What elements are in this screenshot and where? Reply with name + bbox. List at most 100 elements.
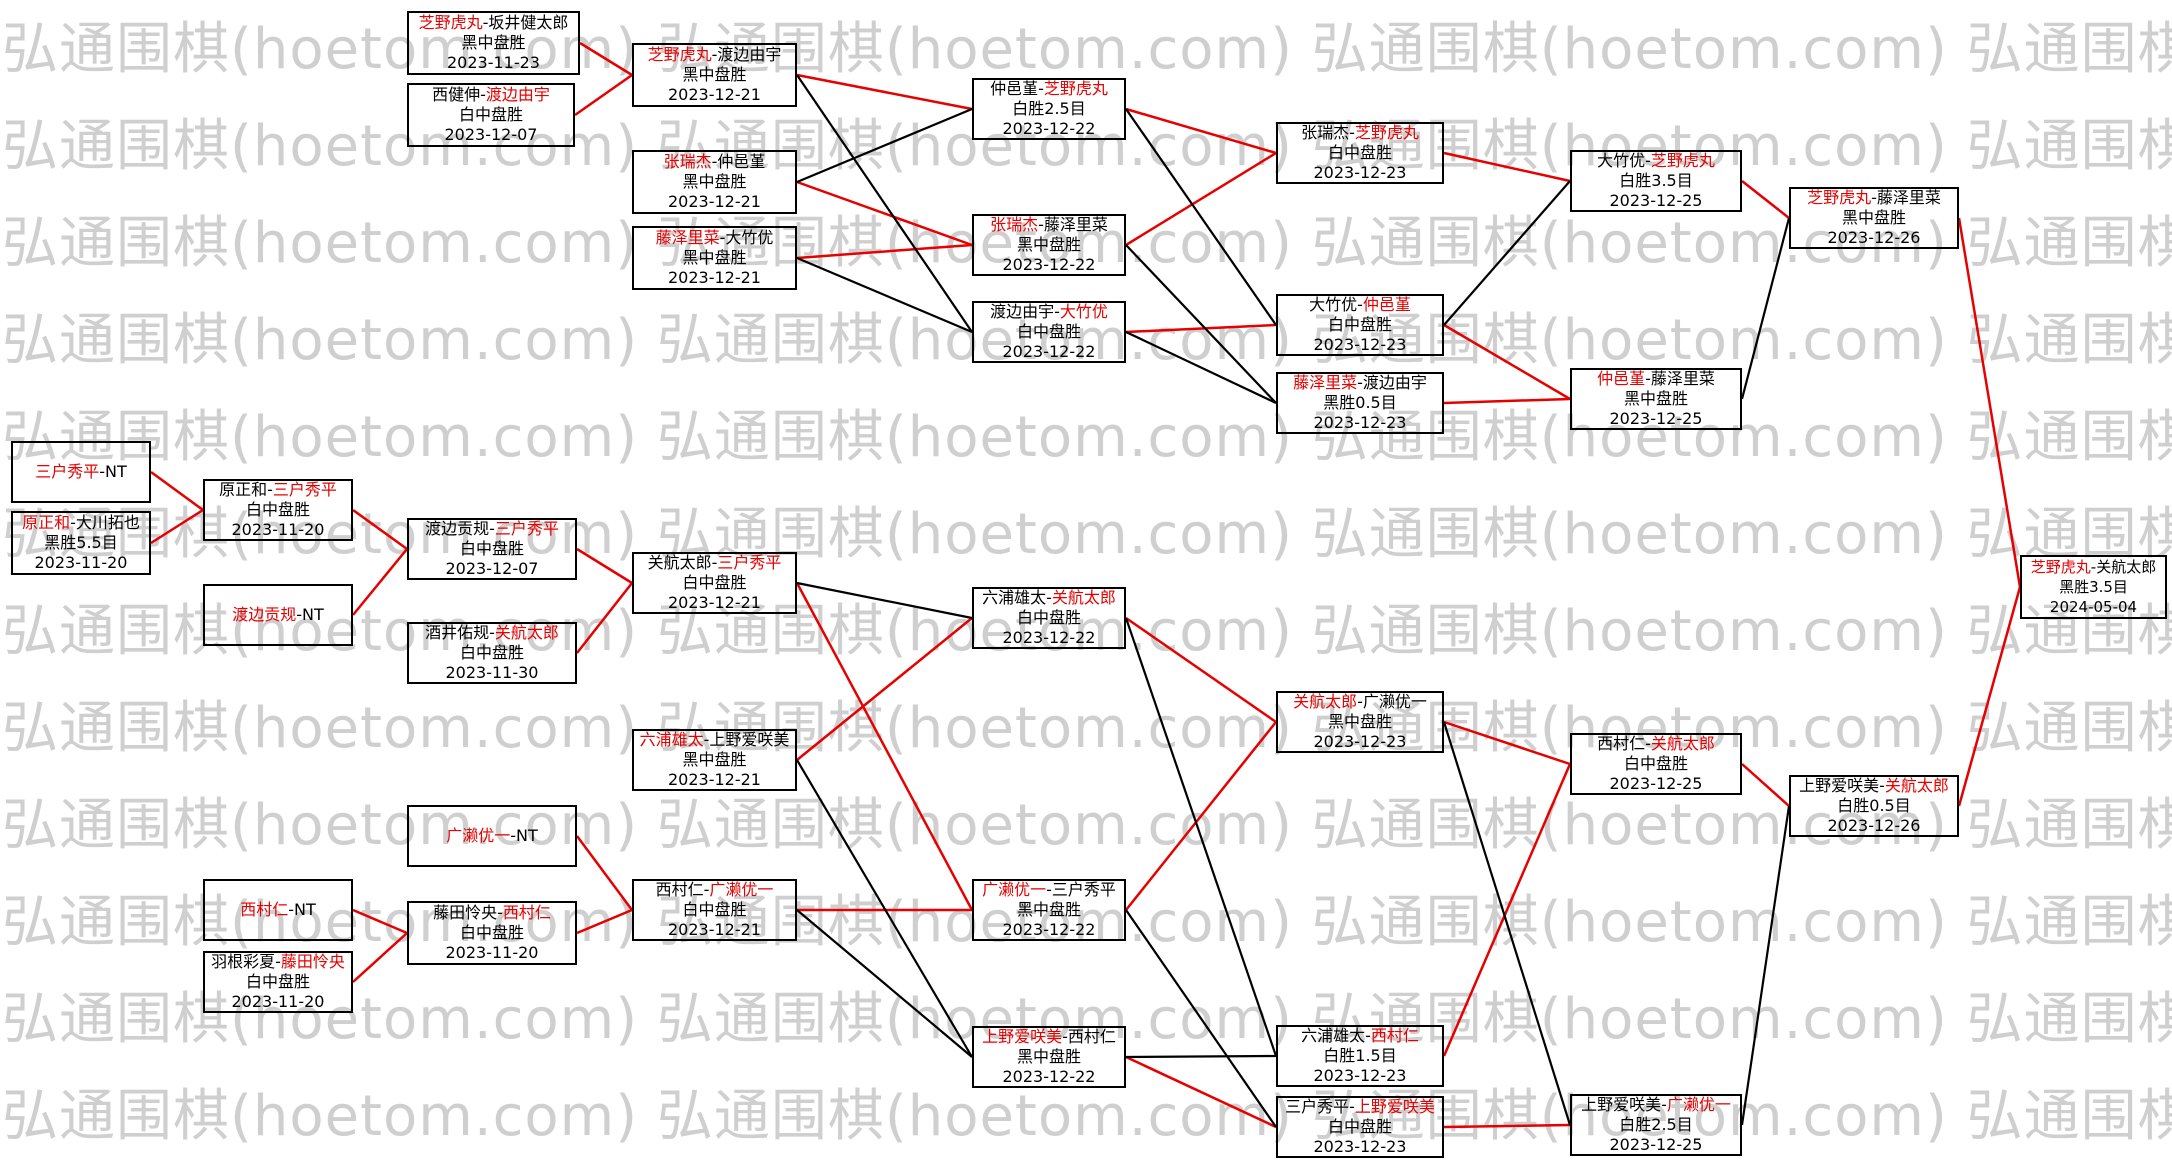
match-date: 2023-12-25 <box>1609 1135 1703 1154</box>
match-result: 白中盘胜 <box>1623 754 1688 773</box>
match-players: 六浦雄太-上野爱咲美 <box>640 730 790 750</box>
match-date: 2023-12-25 <box>1609 774 1703 793</box>
player-name: 酒井佑规 <box>425 623 490 642</box>
match-players: 原正和-三户秀平 <box>219 480 337 500</box>
match-players: 芝野虎丸-渡边由宇 <box>648 45 782 65</box>
dash: - <box>489 623 495 642</box>
player-name: 大川拓也 <box>75 513 140 532</box>
match-players: 渡边由宇-大竹优 <box>990 302 1108 322</box>
player-name: 大竹优 <box>1309 295 1358 314</box>
match-date: 2023-12-25 <box>1609 409 1703 428</box>
match-date: 2024-05-04 <box>2049 598 2138 616</box>
match-result: 黑中盘胜 <box>682 248 747 267</box>
player-name: 仲邑堇 <box>1362 295 1411 314</box>
dash: - <box>1054 302 1060 321</box>
match-result: 白中盘胜 <box>458 105 523 124</box>
player-name: NT <box>516 826 538 845</box>
match-date: 2023-12-26 <box>1827 816 1921 835</box>
match-players: 上野爱咲美-广濑优一 <box>1581 1095 1731 1115</box>
match-box: 仲邑堇-藤泽里菜 黑中盘胜 2023-12-25 <box>1570 368 1742 430</box>
match-result: 黑中盘胜 <box>682 750 747 769</box>
match-box: 张瑞杰-芝野虎丸 白中盘胜 2023-12-23 <box>1276 122 1444 184</box>
player-name: 三户秀平 <box>272 480 337 499</box>
player-name: 仲邑堇 <box>990 79 1039 98</box>
match-date: 2023-12-26 <box>1827 228 1921 247</box>
match-date: 2023-12-21 <box>668 770 761 789</box>
match-date: 2023-12-25 <box>1609 191 1703 210</box>
player-name: 广濑优一 <box>1666 1095 1731 1114</box>
match-box: 藤泽里菜-大竹优 黑中盘胜 2023-12-21 <box>632 226 797 290</box>
match-box: 三户秀平-上野爱咲美 白中盘胜 2023-12-23 <box>1276 1096 1444 1158</box>
match-players: 渡边贡规-NT <box>232 605 324 625</box>
player-name: 三户秀平 <box>35 462 100 481</box>
player-name: 三户秀平 <box>1285 1097 1350 1116</box>
match-players: 仲邑堇-藤泽里菜 <box>1597 369 1715 389</box>
match-result: 黑中盘胜 <box>1841 208 1906 227</box>
player-name: 大竹优 <box>1597 151 1646 170</box>
match-result: 白胜3.5目 <box>1619 171 1693 190</box>
match-result: 白中盘胜 <box>245 972 310 991</box>
match-players: 张瑞杰-芝野虎丸 <box>1301 123 1419 143</box>
match-date: 2023-12-22 <box>1002 1067 1096 1086</box>
dash: - <box>1879 776 1885 795</box>
dash: - <box>1062 1027 1068 1046</box>
match-box: 羽根彩夏-藤田怜央 白中盘胜 2023-11-20 <box>203 951 353 1013</box>
player-name: 渡边由宇 <box>1362 373 1427 392</box>
match-result: 白中盘胜 <box>682 573 747 592</box>
match-box: 六浦雄太-上野爱咲美 黑中盘胜 2023-12-21 <box>632 729 797 791</box>
match-players: 酒井佑规-关航太郎 <box>425 623 559 643</box>
match-box: 上野爱咲美-关航太郎 白胜0.5目 2023-12-26 <box>1789 775 1959 837</box>
match-box: 藤泽里菜-渡边由宇 黑胜0.5目 2023-12-23 <box>1276 372 1444 434</box>
player-name: 张瑞杰 <box>663 152 712 171</box>
player-name: 六浦雄太 <box>639 730 704 749</box>
player-name: 上野爱咲美 <box>1581 1095 1662 1114</box>
match-date: 2023-12-23 <box>1313 413 1407 432</box>
dash: - <box>703 730 710 749</box>
match-players: 仲邑堇-芝野虎丸 <box>990 79 1108 99</box>
dash: - <box>1871 188 1877 207</box>
match-players: 芝野虎丸-关航太郎 <box>2031 557 2156 577</box>
match-date: 2023-12-21 <box>668 268 761 287</box>
player-name: 三户秀平 <box>717 553 782 572</box>
player-name: 芝野虎丸 <box>647 45 712 64</box>
dash: - <box>99 462 106 481</box>
match-result: 黑中盘胜 <box>461 33 526 52</box>
dash: - <box>1661 1095 1667 1114</box>
dash: - <box>482 13 489 32</box>
player-name: 渡边由宇 <box>990 302 1055 321</box>
player-name: 广濑优一 <box>982 880 1047 899</box>
player-name: 藤田怜央 <box>433 903 498 922</box>
player-name: 渡边由宇 <box>717 45 782 64</box>
match-box: 芝野虎丸-坂井健太郎 黑中盘胜 2023-11-23 <box>407 11 580 75</box>
match-players: 上野爱咲美-关航太郎 <box>1799 776 1949 796</box>
dash: - <box>275 952 281 971</box>
match-players: 张瑞杰-藤泽里菜 <box>990 215 1108 235</box>
player-name: 藤泽里菜 <box>1650 369 1715 388</box>
dash: - <box>1046 880 1052 899</box>
player-name: 上野爱咲美 <box>709 730 790 749</box>
match-players: 芝野虎丸-藤泽里菜 <box>1807 188 1941 208</box>
match-players: 羽根彩夏-藤田怜央 <box>211 952 345 972</box>
match-box: 渡边由宇-大竹优 白中盘胜 2023-12-22 <box>972 301 1126 363</box>
player-name: 藤泽里菜 <box>1043 215 1108 234</box>
match-date: 2023-12-21 <box>668 920 761 939</box>
player-name: 西村仁 <box>1067 1027 1116 1046</box>
match-players: 藤田怜央-西村仁 <box>433 903 551 923</box>
match-box: 上野爱咲美-西村仁 黑中盘胜 2023-12-22 <box>972 1026 1126 1088</box>
dash: - <box>288 900 295 919</box>
match-box: 大竹优-芝野虎丸 白胜3.5目 2023-12-25 <box>1570 150 1742 212</box>
match-date: 2023-11-20 <box>445 943 539 962</box>
dash: - <box>1357 373 1363 392</box>
player-name: 广濑优一 <box>709 880 774 899</box>
dash: - <box>703 880 710 899</box>
player-name: NT <box>105 462 127 481</box>
dash: - <box>1357 295 1363 314</box>
match-players: 广濑优一-三户秀平 <box>982 880 1116 900</box>
player-name: 芝野虎丸 <box>2030 558 2091 576</box>
player-name: 大竹优 <box>1059 302 1108 321</box>
player-name: 西村仁 <box>502 903 551 922</box>
match-box: 六浦雄太-关航太郎 白中盘胜 2023-12-22 <box>972 587 1126 649</box>
player-name: 关航太郎 <box>494 623 559 642</box>
dash: - <box>1645 369 1651 388</box>
